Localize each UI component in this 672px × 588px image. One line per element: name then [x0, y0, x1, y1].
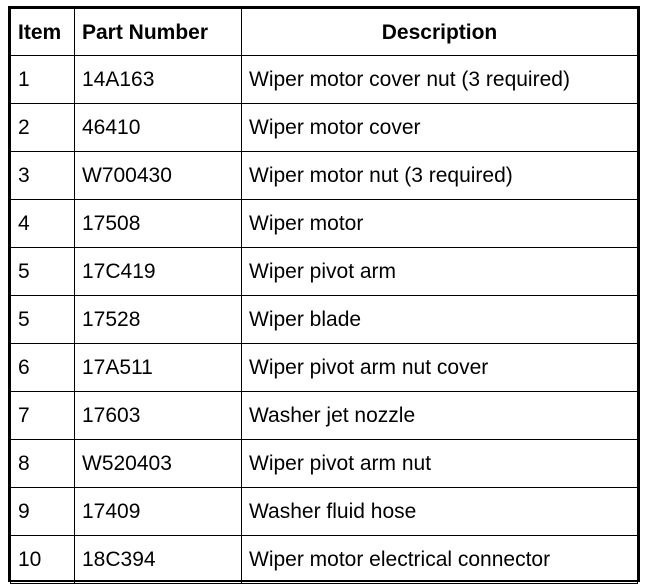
cell-part-number: 46410	[74, 103, 242, 152]
cell-description: Wiper blade	[241, 295, 638, 344]
table-header-row: Item Part Number Description	[10, 8, 638, 56]
table-row: 8 W520403 Wiper pivot arm nut	[10, 439, 638, 488]
parts-table-frame: Item Part Number Description 1 14A163 Wi…	[8, 6, 640, 584]
cell-description: Washer fluid hose	[241, 487, 638, 536]
cell-item: 5	[10, 295, 75, 344]
cell-description: Wiper motor cover nut (3 required)	[241, 55, 638, 104]
table-row: 5 17528 Wiper blade	[10, 295, 638, 344]
header-part-number: Part Number	[74, 8, 242, 56]
table-row: 7 17603 Washer jet nozzle	[10, 391, 638, 440]
cell-item: 2	[10, 103, 75, 152]
header-description: Description	[241, 8, 638, 56]
cell-part-number: W520403	[74, 439, 242, 488]
cell-item: 8	[10, 439, 75, 488]
table-row: 2 46410 Wiper motor cover	[10, 103, 638, 152]
table-row: 10 18C394 Wiper motor electrical connect…	[10, 535, 638, 584]
cell-part-number: 17508	[74, 199, 242, 248]
cell-description: Wiper motor nut (3 required)	[241, 151, 638, 200]
cell-description: Wiper motor	[241, 199, 638, 248]
table-row: 3 W700430 Wiper motor nut (3 required)	[10, 151, 638, 200]
cell-part-number: 14A163	[74, 55, 242, 104]
table-row: 1 14A163 Wiper motor cover nut (3 requir…	[10, 55, 638, 104]
cell-description: Wiper pivot arm	[241, 247, 638, 296]
cell-description: Wiper motor cover	[241, 103, 638, 152]
cell-item: 4	[10, 199, 75, 248]
table-row: 9 17409 Washer fluid hose	[10, 487, 638, 536]
cell-part-number: 17409	[74, 487, 242, 536]
cell-description: Wiper pivot arm nut	[241, 439, 638, 488]
cell-item: 7	[10, 391, 75, 440]
table-row: 4 17508 Wiper motor	[10, 199, 638, 248]
header-item: Item	[10, 8, 75, 56]
cell-description: Wiper pivot arm nut cover	[241, 343, 638, 392]
cell-description: Wiper motor electrical connector	[241, 535, 638, 584]
table-row: 5 17C419 Wiper pivot arm	[10, 247, 638, 296]
cell-item: 9	[10, 487, 75, 536]
cell-item: 5	[10, 247, 75, 296]
parts-table: Item Part Number Description 1 14A163 Wi…	[10, 8, 638, 584]
cell-item: 1	[10, 55, 75, 104]
cell-item: 10	[10, 535, 75, 584]
cell-part-number: W700430	[74, 151, 242, 200]
cell-item: 6	[10, 343, 75, 392]
cell-part-number: 17C419	[74, 247, 242, 296]
table-row: 6 17A511 Wiper pivot arm nut cover	[10, 343, 638, 392]
cell-part-number: 17603	[74, 391, 242, 440]
cell-part-number: 18C394	[74, 535, 242, 584]
cell-description: Washer jet nozzle	[241, 391, 638, 440]
cell-item: 3	[10, 151, 75, 200]
cell-part-number: 17A511	[74, 343, 242, 392]
cell-part-number: 17528	[74, 295, 242, 344]
